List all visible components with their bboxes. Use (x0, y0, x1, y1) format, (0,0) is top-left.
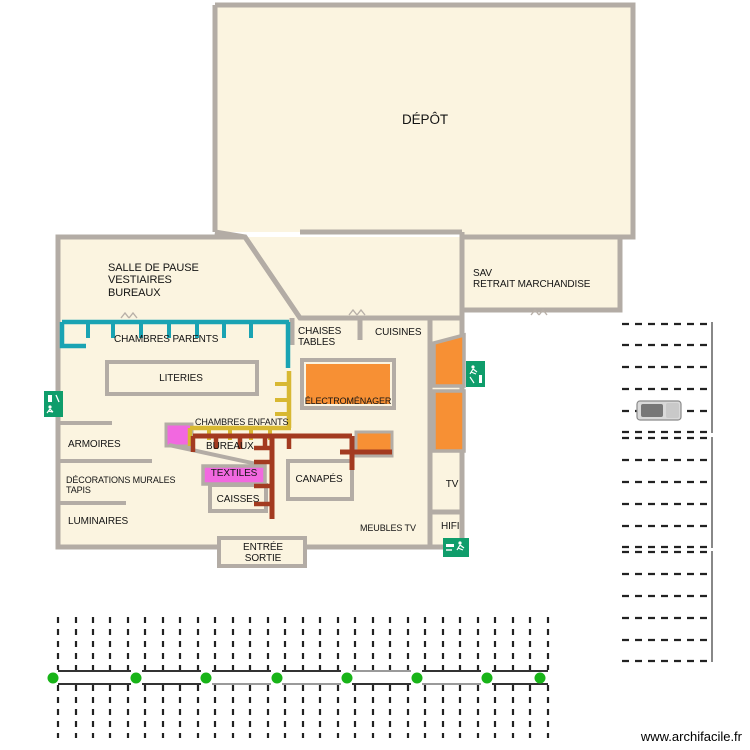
room-label-chaises-tables: CHAISES TABLES (298, 326, 342, 349)
parked-car (636, 400, 682, 421)
entree-sortie-box (217, 536, 307, 568)
room-label-decorations-murales: DÉCORATIONS MURALES TAPIS (66, 475, 176, 496)
blue-left-return (59, 322, 86, 349)
textiles-box (201, 464, 267, 486)
depot-floor (215, 5, 633, 237)
shelving-red (190, 433, 392, 519)
left-wall-stubs (58, 421, 152, 505)
floor-fills (58, 5, 633, 547)
parking-right (622, 322, 713, 663)
emergency-exit-icon (44, 391, 63, 417)
door-icon-upper-band (348, 308, 366, 316)
parking-marker (481, 672, 493, 684)
parking-marker (341, 672, 353, 684)
room-label-canapes: CANAPÉS (295, 474, 343, 485)
shelving-blue-chambres-parents (59, 319, 291, 368)
parking-marker (534, 672, 546, 684)
room-label-sav: SAV RETRAIT MARCHANDISE (473, 268, 591, 291)
exit-sign-west (44, 391, 63, 417)
room-label-caisses: CAISSES (216, 494, 260, 505)
parking-marker (411, 672, 423, 684)
room-label-cuisines: CUISINES (375, 327, 422, 338)
room-label-luminaires: LUMINAIRES (68, 516, 129, 527)
parking-markers (47, 672, 546, 684)
room-label-hifi: HIFI (441, 521, 460, 532)
parking-block-right-2 (622, 436, 713, 549)
door-icon-salle-pause (120, 311, 138, 319)
electromenager-fill (306, 364, 390, 404)
pink-diagonal-connector (168, 443, 267, 468)
room-label-entree-sortie: ENTRÉE SORTIE (243, 542, 283, 565)
parking-bottom (47, 617, 550, 738)
parking-block-right-3 (622, 550, 713, 663)
upper-band-floor (245, 237, 462, 318)
parking-marker (130, 672, 142, 684)
door-icon-sav (530, 308, 548, 316)
exit-sign-east (466, 361, 485, 387)
sav-floor (462, 237, 620, 310)
room-label-chambres-parents: CHAMBRES PARENTS (114, 334, 219, 345)
store-floor (58, 237, 462, 547)
room-label-chambres-enfants: CHAMBRES ENFANTS (195, 417, 289, 427)
parking-block-right-1 (622, 322, 713, 434)
canapes-box (286, 459, 354, 501)
room-label-textiles: TEXTILES (210, 468, 258, 479)
room-label-bureaux: BUREAUX (206, 441, 254, 452)
room-label-meubles-tv: MEUBLES TV (360, 523, 416, 533)
sav-wall (462, 234, 623, 313)
room-label-armoires: ARMOIRES (68, 439, 121, 450)
salle-pause-diagonal (242, 235, 303, 320)
room-label-literies: LITERIES (159, 373, 203, 384)
room-boxes (105, 358, 396, 568)
orange-fixture-upper (432, 332, 466, 388)
parking-marker (271, 672, 283, 684)
orange-fixture-lower (432, 389, 466, 453)
walls (55, 2, 636, 550)
parking-marker (47, 672, 59, 684)
door-symbols (120, 308, 548, 319)
parking-marker (200, 672, 212, 684)
emergency-exit-icon (443, 538, 469, 557)
room-label-salle-de-pause: SALLE DE PAUSE VESTIAIRES BUREAUX (108, 262, 199, 299)
room-label-depot: DÉPÔT (401, 112, 449, 127)
footer-credit: www.archifacile.fr (640, 729, 742, 744)
emergency-exit-icon (466, 361, 485, 387)
literies-box (105, 360, 259, 396)
room-label-electromenager: ÉLECTROMÉNAGER (304, 396, 392, 406)
exit-sign-south (443, 538, 469, 557)
room-label-tv: TV (445, 479, 459, 490)
